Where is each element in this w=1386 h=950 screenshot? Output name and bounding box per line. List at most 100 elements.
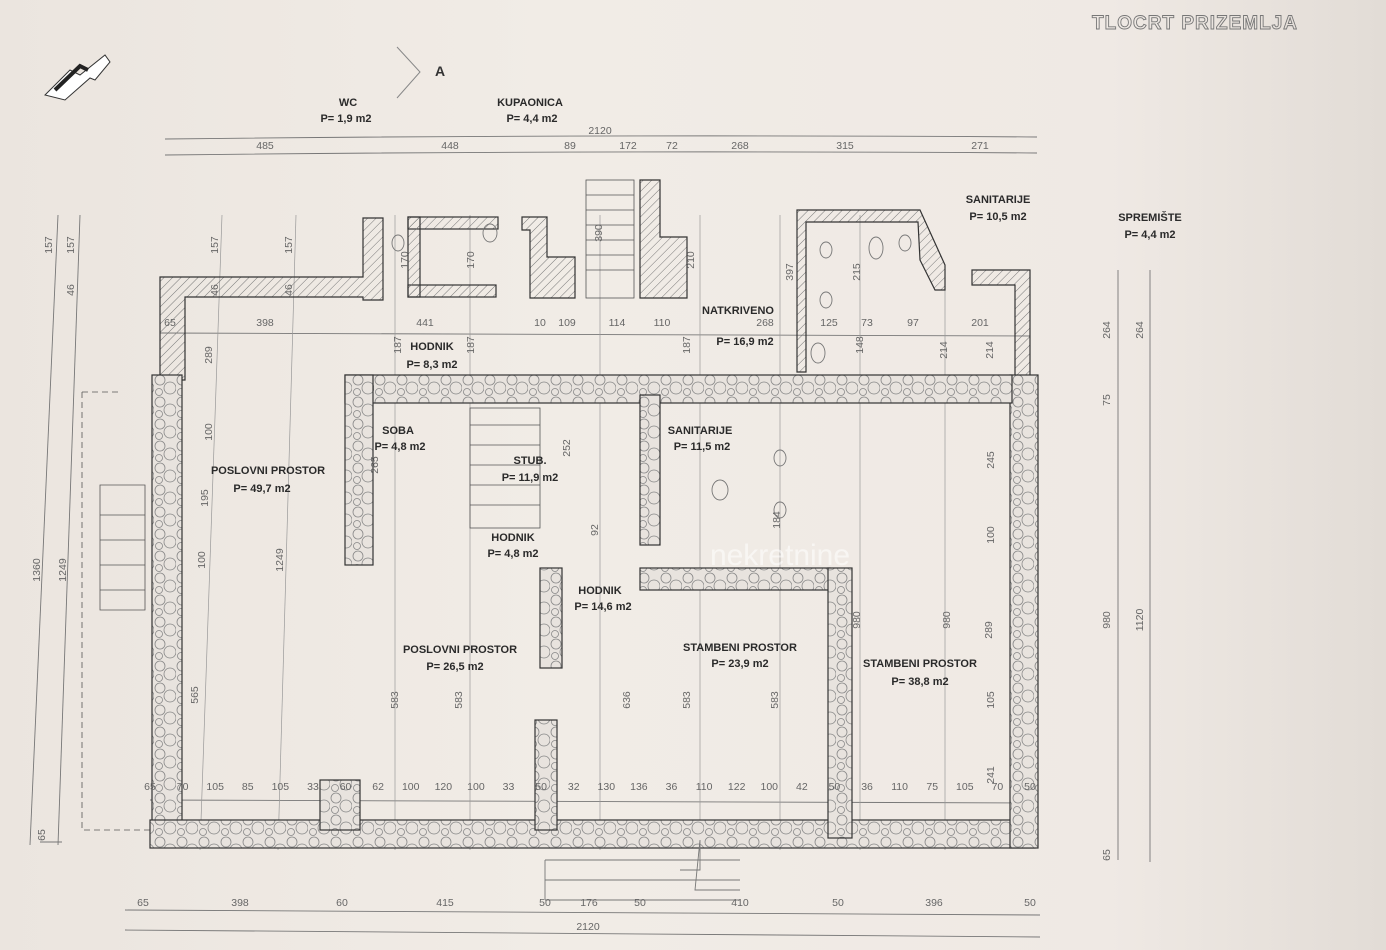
dimension-label: 60 [336,897,348,909]
room-name: STAMBENI PROSTOR [683,642,797,654]
dimension-label: 565 [189,686,201,704]
dimension-label: 70 [992,781,1004,793]
dimension-label: 62 [372,781,384,793]
dimension-label: 50 [829,781,841,793]
dimension-label: 75 [1101,394,1113,406]
dimension-label: 187 [392,336,404,354]
room-labels: WC P= 1,9 m2 KUPAONICA P= 4,4 m2 SANITAR… [211,97,1182,688]
dimension-label: 214 [984,341,996,359]
dimension-label: 36 [861,781,873,793]
dimension-label: 315 [836,140,854,152]
dimension-label: 72 [666,140,678,152]
dimension-label: 2120 [588,125,612,137]
dimension-label: 187 [681,336,693,354]
dimension-label: 50 [535,781,547,793]
dimension-label: 157 [65,236,77,254]
dimension-label: 85 [242,781,254,793]
dimension-label: 105 [985,691,997,709]
dimension-label: 65 [164,317,176,329]
room-area: P= 1,9 m2 [320,113,371,125]
dimension-label: 397 [784,263,796,281]
room-name: POSLOVNI PROSTOR [403,644,517,656]
dimension-label: 109 [558,317,576,329]
room-area: P= 26,5 m2 [426,661,483,673]
dimension-label: 105 [272,781,290,793]
dimension-label: 252 [561,439,573,457]
section-marker-icon: A [396,46,445,99]
dimension-lines [29,135,1151,938]
section-marker-label: A [435,63,445,79]
room-name: SPREMIŠTE [1118,211,1182,224]
dimension-label: 50 [634,897,646,909]
room-area: P= 14,6 m2 [574,601,631,613]
dimension-label: 485 [256,140,274,152]
hatched-walls [159,179,1031,381]
dimension-label: 70 [177,781,189,793]
dimension-label: 441 [416,317,434,329]
dimension-label: 398 [231,897,249,909]
dimension-label: 289 [203,346,215,364]
room-area: P= 4,8 m2 [487,548,538,560]
dimension-label: 1249 [274,548,286,572]
dimension-label: 268 [731,140,749,152]
dimension-label: 415 [436,897,454,909]
dimension-label: 75 [926,781,938,793]
room-area: P= 8,3 m2 [406,359,457,371]
dimension-label: 97 [907,317,919,329]
dimension-label: 32 [568,781,580,793]
room-name: HODNIK [578,585,621,597]
dimension-label: 396 [925,897,943,909]
dimension-label: 10 [534,317,546,329]
dimension-label: 110 [891,781,908,793]
dimension-label: 148 [854,336,866,354]
dimension-label: 100 [203,423,215,441]
dimension-label: 157 [43,236,55,254]
dimension-label: 100 [760,781,778,793]
dimension-label: 36 [666,781,678,793]
room-name: SANITARIJE [668,425,733,437]
dimension-label: 100 [467,781,485,793]
dimension-label: 100 [402,781,420,793]
dimension-label: 980 [851,611,863,629]
dimension-label: 46 [65,284,77,296]
dimension-label: 50 [1024,897,1036,909]
dimension-label: 210 [685,251,697,269]
dimension-label: 73 [861,317,873,329]
room-name: KUPAONICA [497,97,563,109]
dimension-label: 289 [983,621,995,639]
north-arrow-icon [44,54,111,101]
dimension-label: 105 [956,781,974,793]
dimension-label: 980 [941,611,953,629]
dimension-label: 170 [465,251,477,269]
watermark: nekretnine [710,539,850,572]
dimension-label: 583 [389,691,401,709]
room-area: P= 4,4 m2 [506,113,557,125]
dimension-label: 33 [307,781,319,793]
dimension-label: 120 [435,781,453,793]
dimension-label: 50 [539,897,551,909]
dimension-label: 268 [756,317,774,329]
room-name: POSLOVNI PROSTOR [211,465,325,477]
dimension-label: 195 [199,489,211,507]
dimension-label: 245 [985,451,997,469]
dimension-label: 157 [209,236,221,254]
dimension-label: 265 [369,456,381,474]
dimension-label: 170 [399,251,411,269]
room-area: P= 11,9 m2 [502,472,559,484]
dimension-label: 114 [609,317,626,329]
dimension-label: 105 [206,781,224,793]
dimension-label: 122 [728,781,746,793]
dimension-label: 65 [36,829,48,841]
dimension-label: 65 [137,897,149,909]
room-area: P= 49,7 m2 [233,483,290,495]
dimension-label: 176 [580,897,598,909]
dimension-label: 398 [256,317,274,329]
room-name: WC [339,97,357,109]
room-area: P= 4,4 m2 [1124,229,1175,241]
room-area: P= 4,8 m2 [374,441,425,453]
dimension-label: 130 [598,781,616,793]
dimension-label: 100 [985,526,997,544]
dimension-label: 583 [769,691,781,709]
